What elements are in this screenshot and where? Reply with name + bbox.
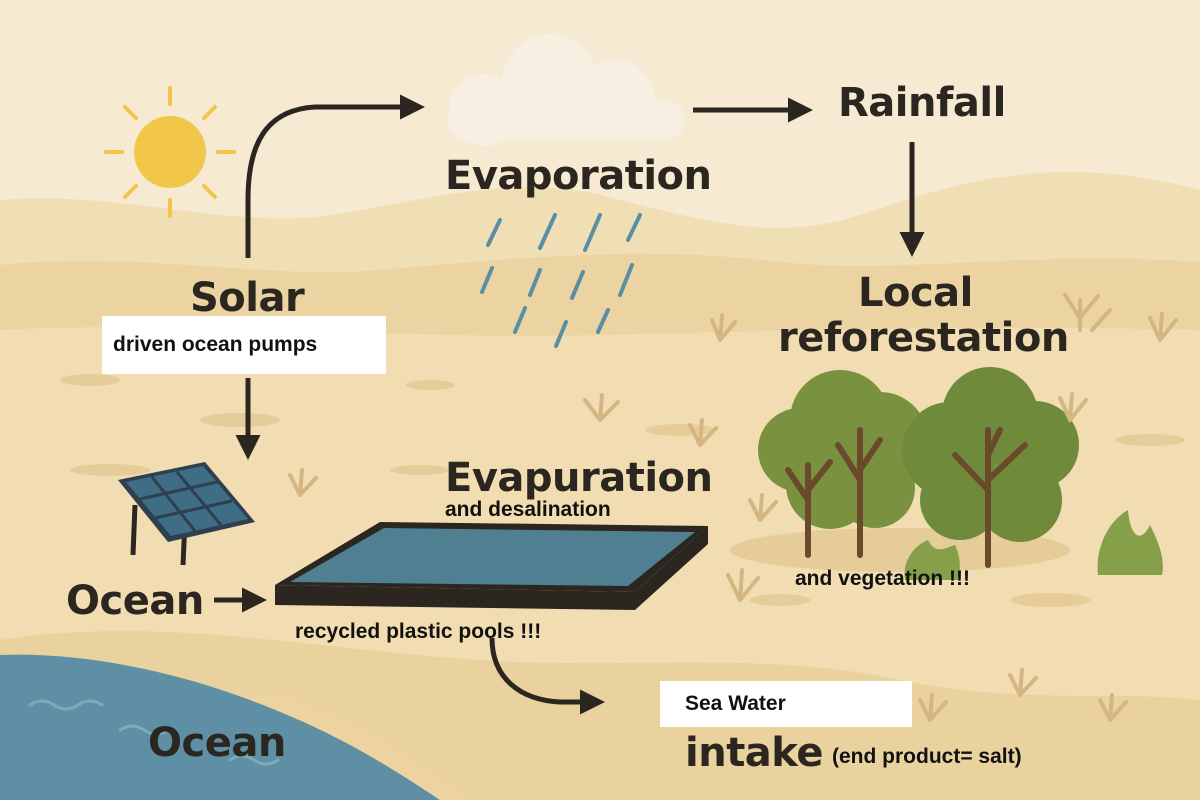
sun-icon <box>104 86 236 218</box>
wave-icon <box>28 699 280 766</box>
label-solar: Solar <box>190 275 305 321</box>
label-local: Local <box>858 270 973 316</box>
label-reforestation: reforestation <box>778 315 1069 361</box>
label-vegetation: and vegetation !!! <box>795 567 971 590</box>
label-solar-sub: driven ocean pumps <box>113 333 318 356</box>
ocean-water <box>0 654 440 800</box>
arrow-solar-to-evaporation <box>245 94 425 258</box>
flow-arrows <box>214 94 925 715</box>
label-intake: intake <box>685 730 823 776</box>
label-evaporation: Evaporation <box>445 153 712 199</box>
tree-icon <box>758 370 928 558</box>
label-ocean-body: Ocean <box>148 720 286 766</box>
pool-icon <box>275 522 708 610</box>
solar-sub-box <box>102 316 386 374</box>
label-ocean-source: Ocean <box>66 578 204 624</box>
ocean-shore <box>250 692 470 800</box>
cloud-icon <box>447 34 685 146</box>
rain-icon <box>480 213 642 348</box>
label-end-product: (end product= salt) <box>832 745 1022 768</box>
solar-panel-icon <box>118 462 255 566</box>
label-sea-water: Sea Water <box>685 692 786 715</box>
sea-water-box <box>660 681 912 727</box>
arrow-pool-to-intake <box>489 637 605 715</box>
label-rainfall: Rainfall <box>838 80 1006 126</box>
label-evapuration: Evapuration <box>445 455 713 501</box>
shrub-icon <box>904 510 1163 580</box>
tree-icon <box>902 367 1079 568</box>
label-pools: recycled plastic pools !!! <box>295 620 542 643</box>
label-desalination: and desalination <box>445 498 611 521</box>
grass-icon <box>288 293 1178 722</box>
